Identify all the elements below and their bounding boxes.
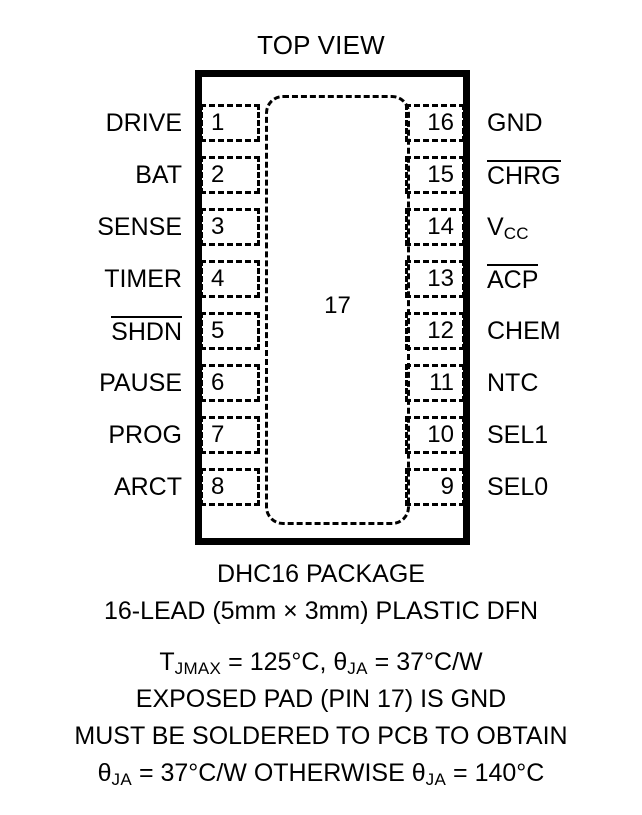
caption-otherwise-note: θJA = 37°C/W OTHERWISE θJA = 140°C: [0, 759, 642, 789]
tjmax-value: = 125°C,: [221, 648, 334, 676]
exposed-pad-outline: [265, 95, 410, 525]
caption-package-name: DHC16 PACKAGE: [0, 560, 642, 590]
caption-lead-description: 16-LEAD (5mm × 3mm) PLASTIC DFN: [0, 597, 642, 627]
otherwise-end-text: = 140°C: [446, 759, 545, 787]
pin-number-13: 13: [427, 265, 454, 292]
pin-label-overline: ACP: [487, 263, 539, 294]
thermal-text: TJMAX = 125°C, θJA = 37°C/W: [159, 648, 483, 678]
pin-number-3: 3: [211, 213, 225, 240]
pin-label-9: SEL0: [487, 472, 549, 501]
caption-exposed-pad-note: EXPOSED PAD (PIN 17) IS GND: [0, 685, 642, 715]
pin-box-3[interactable]: 3: [200, 208, 260, 246]
theta-subscript: JA: [347, 659, 368, 678]
pin-box-4[interactable]: 4: [200, 260, 260, 298]
pin-box-5[interactable]: 5: [200, 312, 260, 350]
pin-label-10: SEL1: [487, 420, 549, 449]
tjmax-subscript: JMAX: [174, 659, 222, 678]
pin-box-13[interactable]: 13: [405, 260, 465, 298]
pin-box-10[interactable]: 10: [405, 416, 465, 454]
solder-note-text: MUST BE SOLDERED TO PCB TO OBTAIN: [74, 722, 568, 750]
pin-number-15: 15: [427, 161, 454, 188]
pin-number-2: 2: [211, 161, 225, 188]
pin-number-12: 12: [427, 317, 454, 344]
pin-number-16: 16: [427, 109, 454, 136]
theta-subscript-2: JA: [111, 770, 132, 789]
pin-label-15: CHRG: [487, 156, 561, 194]
pin-box-2[interactable]: 2: [200, 156, 260, 194]
pin-label-13: ACP: [487, 260, 539, 298]
page-title: TOP VIEW: [257, 30, 385, 60]
pin-number-9: 9: [440, 473, 454, 500]
pin-label-11: NTC: [487, 368, 539, 397]
caption-solder-note: MUST BE SOLDERED TO PCB TO OBTAIN: [0, 722, 642, 752]
pin-box-1[interactable]: 1: [200, 104, 260, 142]
pin-number-8: 8: [211, 473, 225, 500]
pin-label-6: PAUSE: [99, 368, 182, 397]
otherwise-mid-text: = 37°C/W OTHERWISE: [132, 759, 412, 787]
theta-symbol-2: θ: [97, 759, 112, 787]
theta-value: = 37°C/W: [367, 648, 483, 676]
pin-label-8: ARCT: [113, 472, 182, 501]
pin-label-subscript: CC: [503, 223, 529, 243]
pin-number-6: 6: [211, 369, 225, 396]
pin-box-11[interactable]: 11: [405, 364, 465, 402]
pin-box-16[interactable]: 16: [405, 104, 465, 142]
tjmax-symbol: T: [159, 648, 175, 676]
theta-subscript-3: JA: [425, 770, 447, 789]
pin-label-3: SENSE: [97, 212, 182, 241]
pin-box-8[interactable]: 8: [200, 468, 260, 506]
pin-number-5: 5: [211, 317, 225, 344]
pin-label-5: SHDN: [111, 312, 182, 350]
pin-label-4: TIMER: [104, 264, 182, 293]
pin-label-base: V: [487, 212, 504, 241]
pin-box-6[interactable]: 6: [200, 364, 260, 402]
pin-box-14[interactable]: 14: [405, 208, 465, 246]
package-name-text: DHC16 PACKAGE: [217, 560, 425, 588]
pin-label-14: VCC: [487, 208, 529, 246]
pin-label-12: CHEM: [487, 316, 561, 345]
otherwise-text: θJA = 37°C/W OTHERWISE θJA = 140°C: [97, 759, 545, 789]
pin-label-2: BAT: [135, 160, 182, 189]
exposed-pad-number: 17: [324, 292, 351, 319]
pin-number-7: 7: [211, 421, 225, 448]
pin-label-overline: SHDN: [111, 315, 182, 346]
pin-number-1: 1: [211, 109, 225, 136]
pin-box-9[interactable]: 9: [405, 468, 465, 506]
pin-box-15[interactable]: 15: [405, 156, 465, 194]
theta-symbol-3: θ: [411, 759, 426, 787]
pin-label-7: PROG: [108, 420, 182, 449]
pin-label-1: DRIVE: [105, 108, 182, 137]
theta-symbol: θ: [333, 648, 348, 676]
package-body-outline: [195, 70, 470, 545]
pin-box-7[interactable]: 7: [200, 416, 260, 454]
exposed-pad-note-text: EXPOSED PAD (PIN 17) IS GND: [135, 685, 507, 713]
caption-thermal: TJMAX = 125°C, θJA = 37°C/W: [0, 648, 642, 678]
pin-box-12[interactable]: 12: [405, 312, 465, 350]
pin-number-11: 11: [429, 369, 454, 396]
pin-number-4: 4: [211, 265, 225, 292]
pin-label-overline: CHRG: [487, 159, 561, 190]
lead-description-text: 16-LEAD (5mm × 3mm) PLASTIC DFN: [103, 597, 539, 625]
pin-label-16: GND: [487, 108, 543, 137]
pin-number-10: 10: [427, 421, 454, 448]
pin-number-14: 14: [427, 213, 454, 240]
